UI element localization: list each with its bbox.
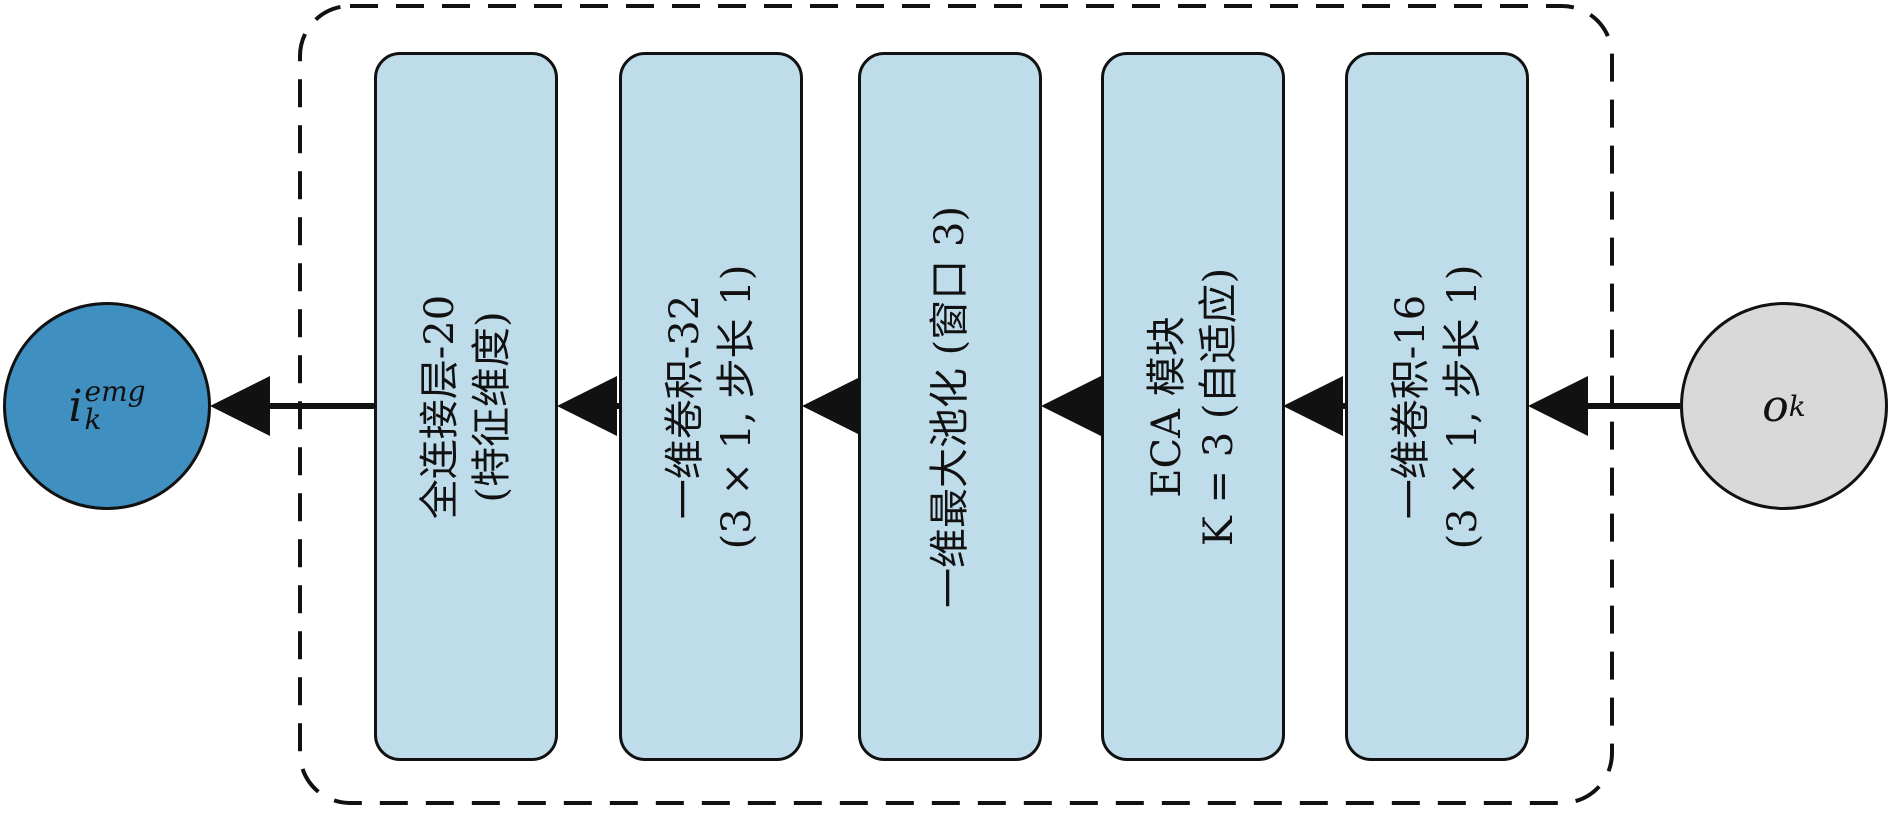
block-label: 一维卷积-16 bbox=[1388, 294, 1434, 519]
block-sublabel: (3 × 1, 步长 1) bbox=[714, 264, 760, 549]
block-label: ECA 模块 bbox=[1144, 315, 1190, 498]
block-sublabel: (3 × 1, 步长 1) bbox=[1440, 264, 1486, 549]
block-conv1d-16: 一维卷积-16(3 × 1, 步长 1) bbox=[1345, 52, 1529, 761]
output-node-symbol: i bbox=[68, 380, 83, 432]
input-node-subscript: k bbox=[1788, 389, 1806, 423]
block-label: 一维卷积-32 bbox=[662, 294, 708, 519]
block-label: 一维最大池化 (窗口 3) bbox=[927, 205, 973, 608]
block-sublabel: (特征维度) bbox=[469, 310, 515, 503]
block-sublabel: K = 3 (自适应) bbox=[1196, 267, 1242, 546]
block-label: 全连接层-20 bbox=[417, 294, 463, 519]
output-node-superscript: emg bbox=[84, 375, 146, 408]
output-node-subscript: k bbox=[84, 403, 102, 436]
block-maxpool: 一维最大池化 (窗口 3) bbox=[858, 52, 1042, 761]
block-fully-connected: 全连接层-20(特征维度) bbox=[374, 52, 558, 761]
input-node-symbol: o bbox=[1762, 380, 1789, 432]
block-conv1d-32: 一维卷积-32(3 × 1, 步长 1) bbox=[619, 52, 803, 761]
